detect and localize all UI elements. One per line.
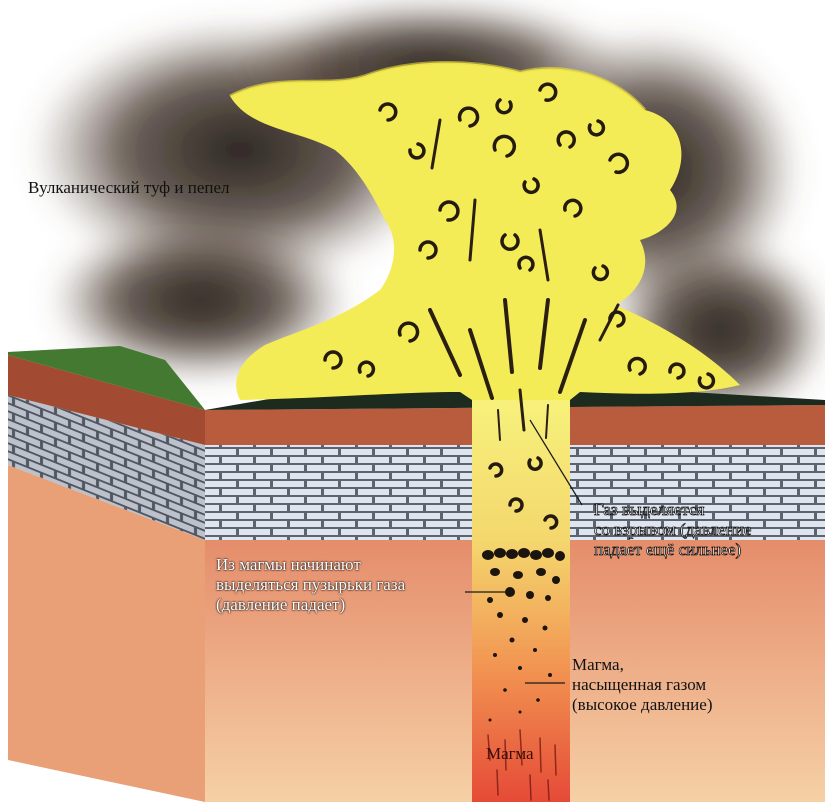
label-saturated-magma-line3: (высокое давление): [572, 695, 712, 715]
label-volcanic-tuff: Вулканический туф и пепел: [28, 178, 230, 198]
label-saturated-magma-line2: насыщенная газом: [572, 675, 712, 695]
label-saturated-magma: Магма, насыщенная газом (высокое давлени…: [572, 655, 712, 715]
label-gas-explosion: Газ выделяется со взрывом (давление пада…: [594, 500, 751, 560]
label-gas-bubbles-line2: выделяться пузырьки газа: [216, 575, 405, 595]
label-gas-explosion-line2: со взрывом (давление: [594, 520, 751, 540]
label-gas-explosion-line3: падает ещё сильнее): [594, 540, 751, 560]
label-gas-bubbles-line3: (давление падает): [216, 595, 405, 615]
label-magma: Магма: [486, 744, 534, 764]
label-gas-explosion-line1: Газ выделяется: [594, 500, 751, 520]
label-gas-bubbles: Из магмы начинают выделяться пузырьки га…: [216, 555, 405, 615]
label-saturated-magma-line1: Магма,: [572, 655, 712, 675]
label-gas-bubbles-line1: Из магмы начинают: [216, 555, 405, 575]
